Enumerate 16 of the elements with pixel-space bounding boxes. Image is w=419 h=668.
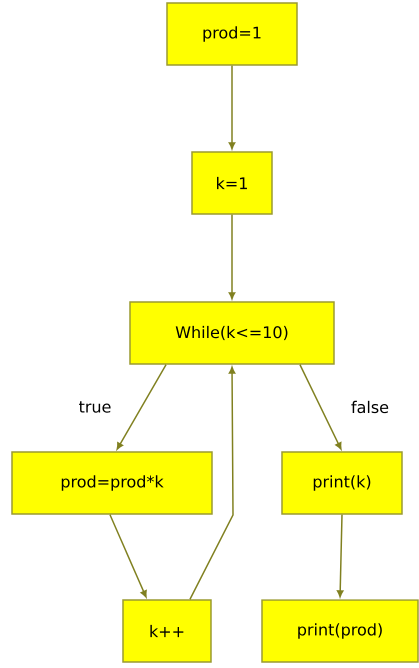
edge-label: false [350,400,390,414]
process-box: While(k<=10) [129,301,335,365]
arrow [228,66,236,150]
process-box: print(prod) [261,599,419,663]
arrow [189,366,236,600]
process-box: print(k) [281,451,403,515]
process-box: k=1 [191,151,273,215]
process-box: k++ [122,599,212,663]
arrow [228,214,236,300]
arrow [116,364,167,450]
process-box: prod=1 [166,2,298,66]
edge-label: true [78,400,112,414]
arrow [336,514,344,598]
process-box: prod=prod*k [11,451,213,515]
arrow [109,514,147,598]
arrow [299,364,342,450]
